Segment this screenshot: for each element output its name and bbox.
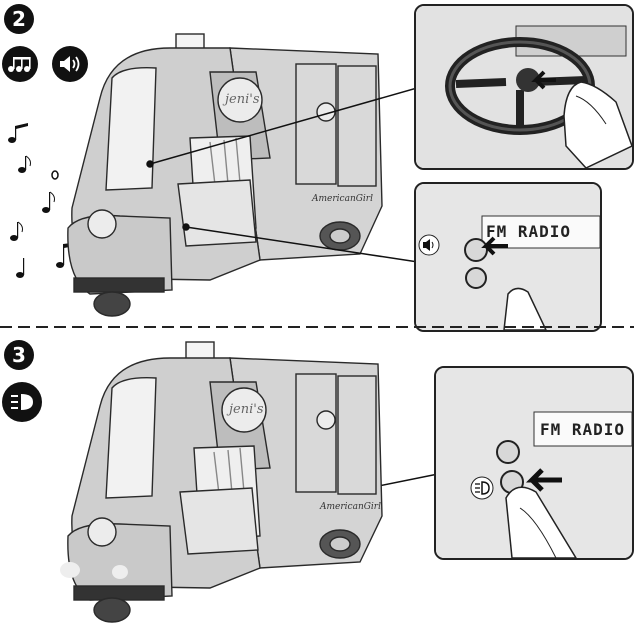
step-2-number: 2 <box>4 4 34 34</box>
step-3-number: 3 <box>4 340 34 370</box>
headlight-label-icon <box>470 476 494 504</box>
radio-display: FM RADIO <box>486 222 572 241</box>
headlight-button-inset: FM RADIO <box>434 366 634 560</box>
truck-illustration-step-3 <box>60 341 383 623</box>
steering-wheel-inset <box>414 4 634 170</box>
radio-display-step-3: FM RADIO <box>540 420 626 439</box>
jenis-logo: jeni's <box>225 92 260 107</box>
truck-illustration-step-2 <box>67 33 383 317</box>
speaker-icon <box>52 46 88 82</box>
radio-sound-inset: FM RADIO <box>414 182 602 332</box>
jenis-logo-step-3: jeni's <box>229 402 264 417</box>
american-girl-brand-step-3: AmericanGirl <box>320 502 381 512</box>
american-girl-brand: AmericanGirl <box>312 194 373 204</box>
section-divider <box>0 326 634 328</box>
volume-label-icon <box>418 234 440 260</box>
music-notes-icon <box>2 46 38 82</box>
headlight-icon <box>2 382 42 422</box>
